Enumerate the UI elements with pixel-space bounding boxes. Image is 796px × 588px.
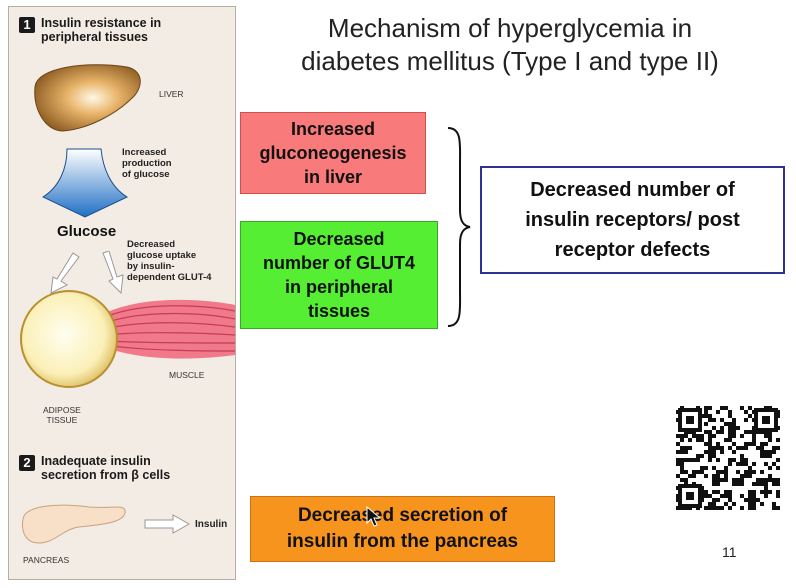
decreased-uptake-label: Decreased glucose uptake by insulin- dep… <box>127 239 212 283</box>
secretion-box: Decreased secretion of insulin from the … <box>250 496 555 562</box>
pancreas-illustration <box>22 504 126 544</box>
adipose-cell-illustration <box>20 290 118 388</box>
insulin-arrow-icon <box>144 514 191 534</box>
curly-brace <box>447 127 471 327</box>
muscle-label: MUSCLE <box>169 370 205 380</box>
section-1-title: Insulin resistance in peripheral tissues <box>41 16 162 44</box>
glut4-box: Decreased number of GLUT4 in peripheral … <box>240 221 438 329</box>
receptors-box: Decreased number of insulin receptors/ p… <box>480 166 785 274</box>
liver-illustration <box>34 64 141 132</box>
glucose-label: Glucose <box>57 223 117 240</box>
gluconeogenesis-box: Increased gluconeogenesis in liver <box>240 112 426 194</box>
illustration-panel: 1 Insulin resistance in peripheral tissu… <box>8 6 236 580</box>
glucose-funnel-illustration <box>41 148 129 218</box>
insulin-label: Insulin <box>195 519 228 530</box>
liver-label: LIVER <box>159 89 184 99</box>
page-number: 11 <box>722 544 737 560</box>
slide-title: Mechanism of hyperglycemia in diabetes m… <box>301 13 719 76</box>
mouse-cursor-icon <box>366 506 382 527</box>
muscle-illustration <box>105 299 236 359</box>
section-2-number: 2 <box>19 455 35 471</box>
adipose-label: ADIPOSE TISSUE <box>43 405 81 425</box>
increased-production-label: Increased production of glucose <box>122 147 172 180</box>
section-1-number: 1 <box>19 17 35 33</box>
pancreas-label: PANCREAS <box>23 555 70 565</box>
section-2-title: Inadequate insulin secretion from β cell… <box>41 454 171 482</box>
qr-code-icon <box>676 406 780 510</box>
uptake-arrows-icon <box>50 251 124 295</box>
